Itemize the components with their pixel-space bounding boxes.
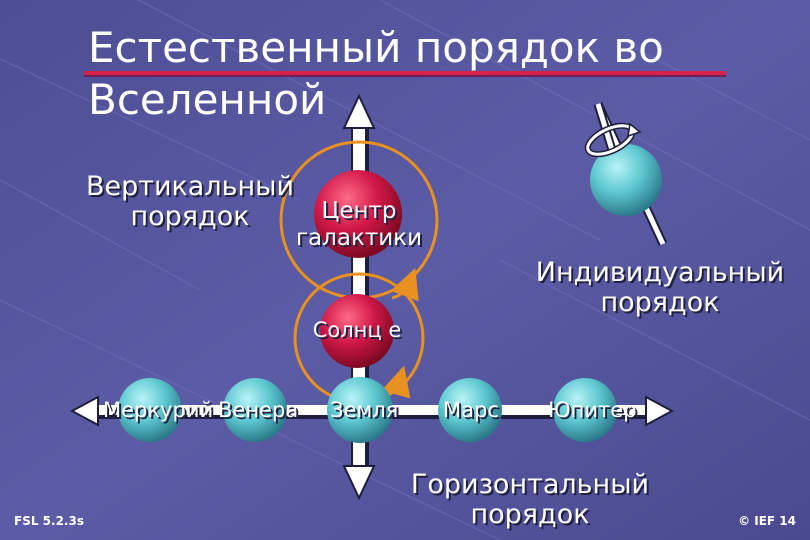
slide-title: Естественный порядок во Вселенной <box>88 23 664 124</box>
earth-sphere <box>327 377 393 443</box>
planet-label-venus: Венера <box>218 398 299 422</box>
vertical-order-label: Вертикальный порядок <box>85 171 295 232</box>
rotating-sphere-icon <box>584 102 668 246</box>
title-rule-shadow <box>84 75 726 77</box>
horizontal-order-label: Горизонтальный порядок <box>410 469 650 530</box>
footer-copyright-page: © IEF 14 <box>738 514 796 528</box>
individual-order-label: Индивидуальный порядок <box>535 257 785 318</box>
mercury-sphere <box>118 378 182 442</box>
planet-label-earth: Земля <box>330 398 399 422</box>
planet-label-mercury: Меркурий <box>103 398 214 422</box>
jupiter-sphere <box>553 378 617 442</box>
footer-slide-code: FSL 5.2.3s <box>14 514 84 528</box>
sun-sphere <box>320 294 394 368</box>
galaxy-center-sphere <box>314 170 402 258</box>
planet-label-mars: Марс <box>443 398 499 422</box>
venus-sphere <box>223 378 287 442</box>
title-rule <box>84 71 726 75</box>
planet-label-jupiter: Юпитер <box>548 398 637 422</box>
sun-label: Солнц е <box>312 318 402 342</box>
galaxy-center-label: Центр галактики <box>295 198 423 251</box>
mars-sphere <box>438 378 502 442</box>
